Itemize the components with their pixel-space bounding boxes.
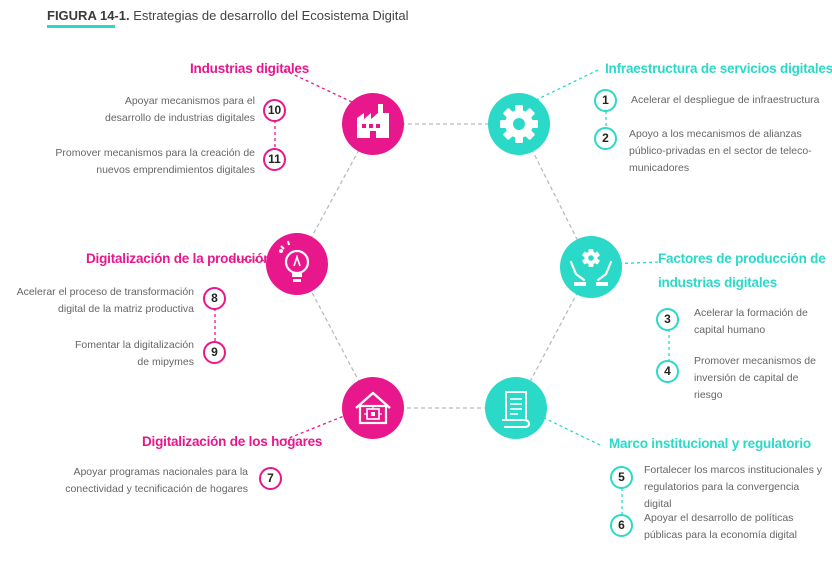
heading-infraestructura: Infraestructura de servicios digitales: [605, 61, 832, 76]
badge-7: 7: [259, 467, 282, 490]
badge-4: 4: [656, 360, 679, 383]
badge-9: 9: [203, 341, 226, 364]
heading-factores-line2: industrias digitales: [658, 275, 778, 290]
heading-marco: Marco institucional y regulatorio: [609, 436, 811, 451]
badge-10: 10: [263, 99, 286, 122]
heading-factores-line1: Factores de producción de: [658, 251, 826, 266]
heading-hogares: Digitalización de los hogares: [142, 434, 323, 449]
heading-industrias: Industrias digitales: [190, 61, 310, 76]
node-hogares: [342, 377, 404, 439]
document-scroll-icon: [502, 391, 531, 428]
badge-3: 3: [656, 308, 679, 331]
badge-6: 6: [610, 514, 633, 537]
hands-gear-icon: [569, 249, 613, 286]
node-produccion: [266, 233, 328, 295]
badge-11: 11: [263, 148, 286, 171]
figure-title-text: Estrategias de desarrollo del Ecosistema…: [133, 8, 409, 23]
figure-label-underline: [47, 25, 115, 28]
figure-label: FIGURA 14-1.: [47, 8, 130, 23]
node-factores: [560, 236, 622, 298]
node-industrias: [342, 93, 404, 155]
lightbulb-icon: [279, 240, 310, 282]
hexagon-connectors: [296, 123, 592, 409]
item-text-1: Acelerar el despliegue de infraestructur…: [631, 94, 820, 106]
node-marco: [485, 377, 547, 439]
badge-5: 5: [610, 466, 633, 489]
badge-1: 1: [594, 89, 617, 112]
gear-icon: [500, 105, 538, 143]
smart-home-icon: [355, 391, 391, 425]
pink-leader-lines: [214, 69, 355, 441]
factory-icon: [357, 104, 389, 138]
badge-8: 8: [203, 287, 226, 310]
node-infraestructura: [488, 93, 550, 155]
heading-produccion: Digitalización de la produción: [86, 251, 272, 266]
figure-title: FIGURA 14-1. Estrategias de desarrollo d…: [47, 8, 409, 23]
badge-2: 2: [594, 127, 617, 150]
